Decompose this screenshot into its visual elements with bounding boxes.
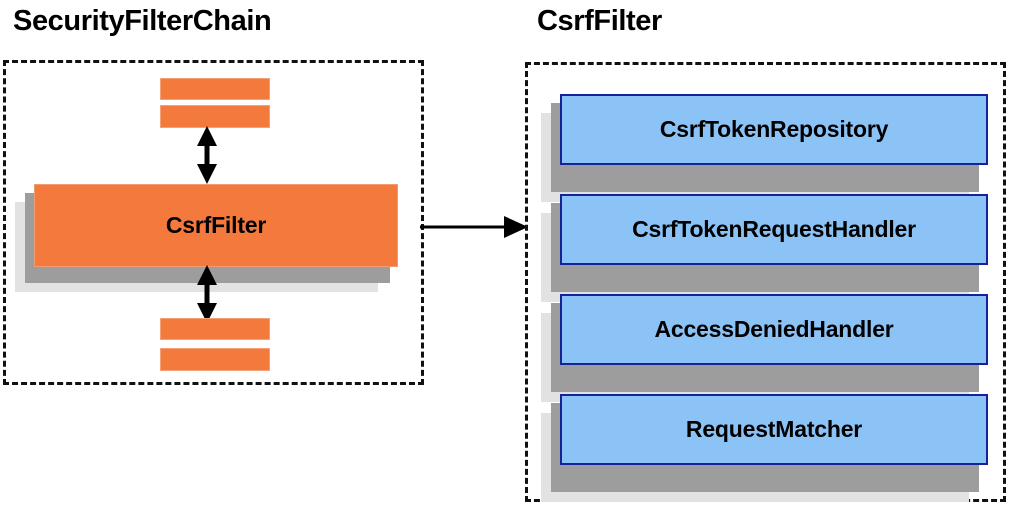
collaborator-box-csrf-token-repository[interactable]: CsrfTokenRepository	[541, 94, 988, 202]
collaborator-box-request-matcher[interactable]: RequestMatcher	[541, 394, 988, 502]
security-filter-chain-panel	[3, 60, 424, 385]
collaborator-box-face: CsrfTokenRequestHandler	[560, 194, 988, 265]
filter-chain-stub-bar-bottom-2	[160, 348, 270, 371]
filter-chain-stub-bar-top-1	[160, 78, 270, 100]
collaborator-box-face: AccessDeniedHandler	[560, 294, 988, 365]
chain-to-filter-top-arrow-icon	[197, 126, 217, 184]
chain-to-filter-bottom-arrow-icon	[197, 265, 217, 323]
collaborator-box-label: AccessDeniedHandler	[654, 316, 894, 342]
filter-to-detail-arrow-icon	[420, 216, 528, 238]
collaborator-box-label: CsrfTokenRepository	[659, 116, 889, 142]
collaborator-box-label: CsrfTokenRequestHandler	[632, 216, 916, 242]
collaborator-box-face: CsrfTokenRepository	[560, 94, 988, 165]
csrf-filter-box-label: CsrfFilter	[165, 212, 267, 238]
collaborator-box-access-denied-handler[interactable]: AccessDeniedHandler	[541, 294, 988, 402]
filter-chain-stub-bar-bottom-1	[160, 318, 270, 340]
filter-chain-stub-bar-top-2	[160, 105, 270, 128]
collaborator-box-label: RequestMatcher	[685, 416, 863, 442]
collaborator-box-csrf-token-request-handler[interactable]: CsrfTokenRequestHandler	[541, 194, 988, 302]
collaborator-box-face: RequestMatcher	[560, 394, 988, 465]
csrf-filter-detail-title: CsrfFilter	[537, 5, 662, 37]
csrf-filter-box[interactable]: CsrfFilter	[15, 184, 398, 292]
csrf-filter-box-face: CsrfFilter	[34, 184, 398, 267]
security-filter-chain-title: SecurityFilterChain	[13, 5, 272, 37]
